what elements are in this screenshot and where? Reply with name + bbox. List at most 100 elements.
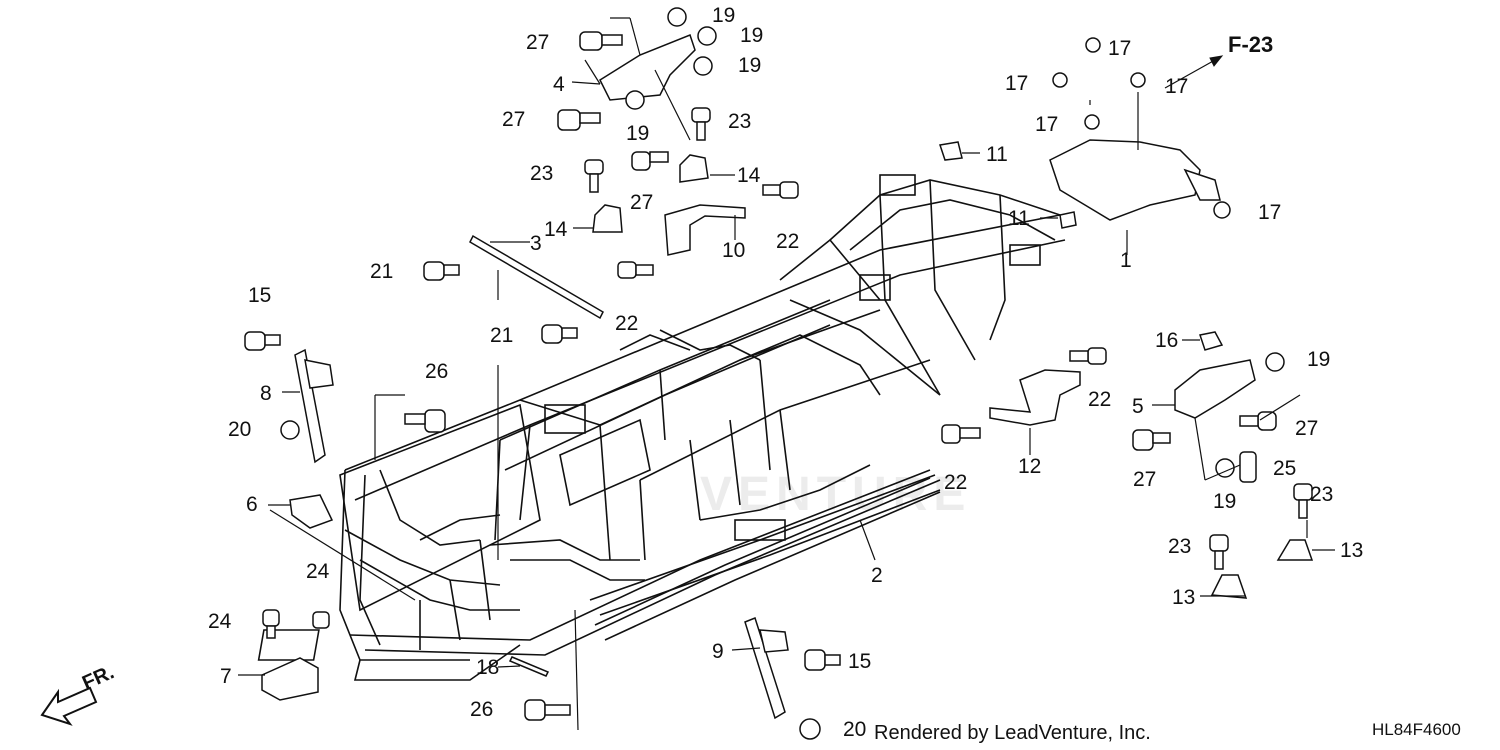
callout: 13 [1340,539,1363,562]
cover-1 [1049,139,1201,221]
callout: 22 [615,312,638,335]
callout: 1 [1120,249,1132,272]
callout: 27 [526,31,549,54]
mount-13-a [1276,539,1314,561]
bolt-24-a [312,611,330,629]
bolt-21-a-shank [443,264,460,276]
callout: 22 [776,230,799,253]
pin-17-c [1130,72,1146,88]
bolt-23-d-shank [1214,550,1224,570]
mount-14-b [592,204,623,233]
callout: 19 [712,4,735,27]
callout: 22 [1088,388,1111,411]
pin-17-a [1085,37,1101,53]
leader-lines [238,17,1335,731]
nut-19-b [697,26,717,46]
grab-bar-10 [664,204,746,256]
callout: 9 [712,640,724,663]
bolt-27-c [631,151,651,171]
bracket-5 [1174,359,1256,419]
callout: 3 [530,232,542,255]
callout: 17 [1165,75,1188,98]
callout: 19 [738,54,761,77]
callout: 17 [1108,37,1131,60]
credit-text: Rendered by LeadVenture, Inc. [874,722,1151,744]
callout: 23 [1168,535,1191,558]
bolt-15-a-shank [264,334,281,346]
bolt-27-e [1132,429,1154,451]
bolt-22-a-shank [762,184,781,196]
callout: 27 [630,191,653,214]
callout: 20 [843,718,866,741]
callout: 21 [370,260,393,283]
bracket-9-ear [759,629,789,653]
bolt-15-b-shank [824,654,841,666]
bolt-27-b-shank [579,112,601,124]
callout: 23 [530,162,553,185]
callout: 23 [728,110,751,133]
nut-19-d [625,90,645,110]
bolt-22-d [941,424,961,444]
bolt-27-d [1257,411,1277,431]
callout: 8 [260,382,272,405]
bolt-23-b-shank [589,173,599,193]
bolt-26-b-shank [544,704,571,716]
bolt-22-a [779,181,799,199]
nut-19-c [693,56,713,76]
mount-14-a [679,154,709,183]
callout: 27 [1133,468,1156,491]
nut-19-a [667,7,687,27]
bolt-22-b [617,261,637,279]
callout: 13 [1172,586,1195,609]
diagram-code: HL84F4600 [1372,720,1461,739]
clip-11-b [1059,211,1077,229]
nut-19-e [1265,352,1285,372]
bolt-23-a-shank [696,121,706,141]
callout: 19 [740,24,763,47]
callout: 21 [490,324,513,347]
bolt-23-a [691,107,711,123]
cover-1-tab [1183,168,1221,201]
bracket-9 [744,617,786,720]
bolt-23-c-shank [1298,499,1308,519]
bolt-26-b [524,699,546,721]
figure-reference: F-23 [1164,32,1273,89]
callout: 14 [737,164,761,187]
figure-ref-label: F-23 [1228,32,1273,57]
clip-11-a [939,141,963,161]
bolt-21-a [423,261,445,281]
mount-13-b [1210,574,1248,599]
callout: 25 [1273,457,1296,480]
front-direction-indicator: FR. [40,661,117,726]
callout: 27 [502,108,525,131]
bolt-22-c-shank [1069,350,1089,362]
bolt-22-d-shank [959,427,981,439]
bolt-27-d-shank [1239,415,1259,427]
callout: 17 [1035,113,1058,136]
bolt-15-b [804,649,826,671]
callout: 19 [1307,348,1330,371]
grab-bar-12 [989,369,1081,426]
callout: 4 [553,73,565,96]
nut-20-b [799,718,821,740]
pin-17-d [1084,114,1100,130]
callout: 15 [848,650,871,673]
callout: 10 [722,239,745,262]
bolt-27-a-shank [601,34,623,46]
bolt-23-d [1209,534,1229,552]
bracket-7 [261,657,319,701]
callout: 19 [626,122,649,145]
callout: 14 [544,218,568,241]
bolt-26-a [424,409,446,433]
bolt-26-a-shank [404,413,426,425]
callout: 7 [220,665,232,688]
rod-3 [469,234,604,320]
bolt-24-b-shank [266,625,276,639]
callout: 22 [944,471,967,494]
bolt-21-b [541,324,563,344]
pin-17-b [1052,72,1068,88]
bolt-15-a [244,331,266,351]
callout: 27 [1295,417,1318,440]
bolt-27-b [557,109,581,131]
callout: 15 [248,284,271,307]
